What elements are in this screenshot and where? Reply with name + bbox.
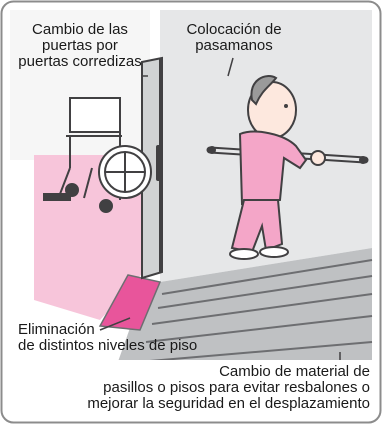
doors-caption-line: puertas por [42, 37, 118, 54]
doors-caption-line: Cambio de las [32, 21, 128, 38]
level-ramp [98, 274, 162, 331]
floor-caption-line: pasillos o pisos para evitar resbalones … [103, 379, 370, 396]
floor-caption-line: Cambio de material de [219, 363, 370, 380]
wheelchair-icon [43, 97, 152, 213]
handrails-caption-line: Colocación de [186, 21, 282, 38]
doors-caption-line: puertas corredizas [18, 53, 142, 70]
handrails-caption: Colocación de pasamanos [178, 22, 290, 54]
levels-caption: Eliminación de distintos niveles de piso [18, 322, 197, 354]
levels-caption-line: Eliminación [18, 321, 95, 338]
levels-caption-line: de distintos niveles de piso [18, 337, 198, 354]
floor-caption-bg [8, 360, 374, 418]
sliding-door-icon [141, 56, 163, 280]
floor-caption: Cambio de material de pasillos o pisos p… [87, 364, 370, 412]
handrails-caption-line: pasamanos [195, 37, 273, 54]
elderly-person-icon [229, 75, 326, 260]
doors-caption: Cambio de las puertas por puertas corred… [18, 22, 142, 70]
floor-caption-line: mejorar la seguridad en el desplazamient… [87, 395, 370, 412]
